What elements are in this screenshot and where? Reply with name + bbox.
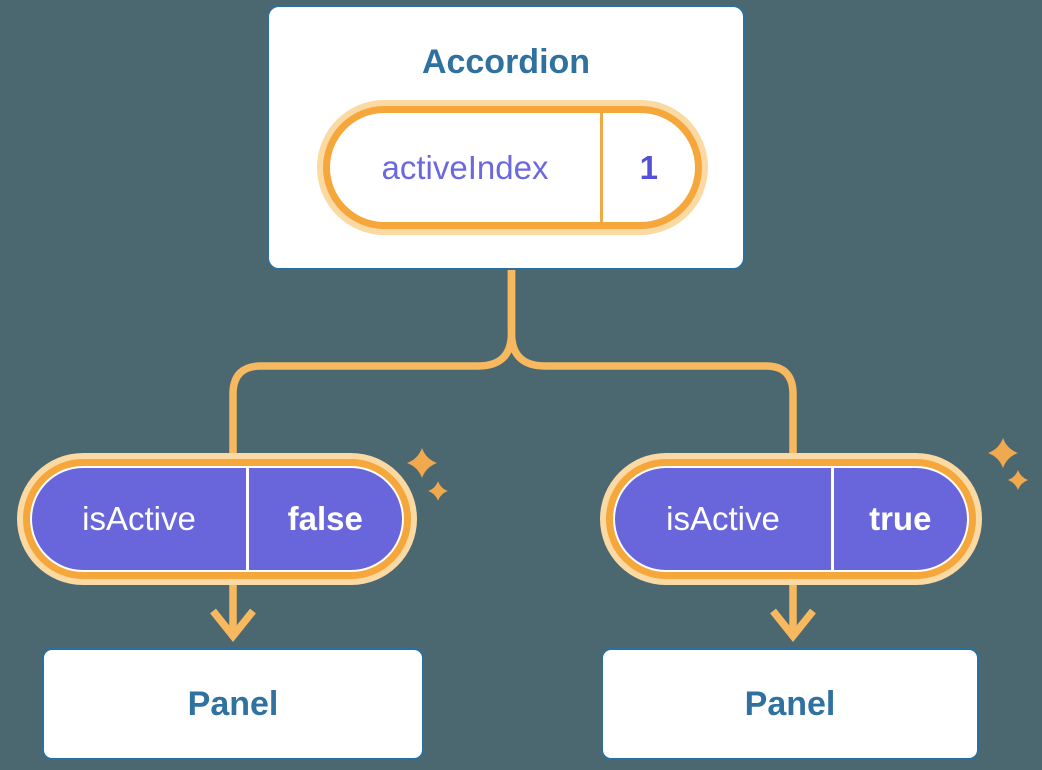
prop-pill-isactive-right: isActive true: [600, 453, 982, 585]
prop-value: true: [869, 500, 932, 537]
sparkle-icon: [1007, 469, 1029, 491]
pill-divider: [246, 468, 249, 570]
prop-label: isActive: [666, 500, 780, 537]
accordion-title: Accordion: [421, 43, 591, 81]
connector-left-branch: [229, 268, 516, 457]
connector-right-branch: [507, 268, 797, 457]
sparkle-icon: [988, 438, 1018, 468]
prop-value: false: [287, 500, 363, 537]
panel-title: Panel: [187, 685, 279, 723]
state-pill-ring: activeIndex 1: [323, 106, 702, 229]
panel-component-card-left: Panel: [42, 648, 424, 760]
prop-label: isActive: [82, 500, 196, 537]
panel-component-card-right: Panel: [601, 648, 979, 760]
pill-divider: [831, 468, 834, 570]
panel-title: Panel: [744, 685, 836, 723]
state-value: 1: [639, 148, 658, 186]
state-pill-activeindex: activeIndex 1: [317, 100, 708, 235]
sparkle-icon: [407, 448, 437, 478]
state-label: activeIndex: [381, 148, 549, 186]
sparkle-icon: [428, 481, 448, 501]
prop-pill-isactive-left: isActive false: [17, 453, 417, 585]
pill-divider: [600, 113, 603, 222]
arrow-right-head: [770, 608, 816, 643]
arrow-left-head: [210, 608, 256, 643]
